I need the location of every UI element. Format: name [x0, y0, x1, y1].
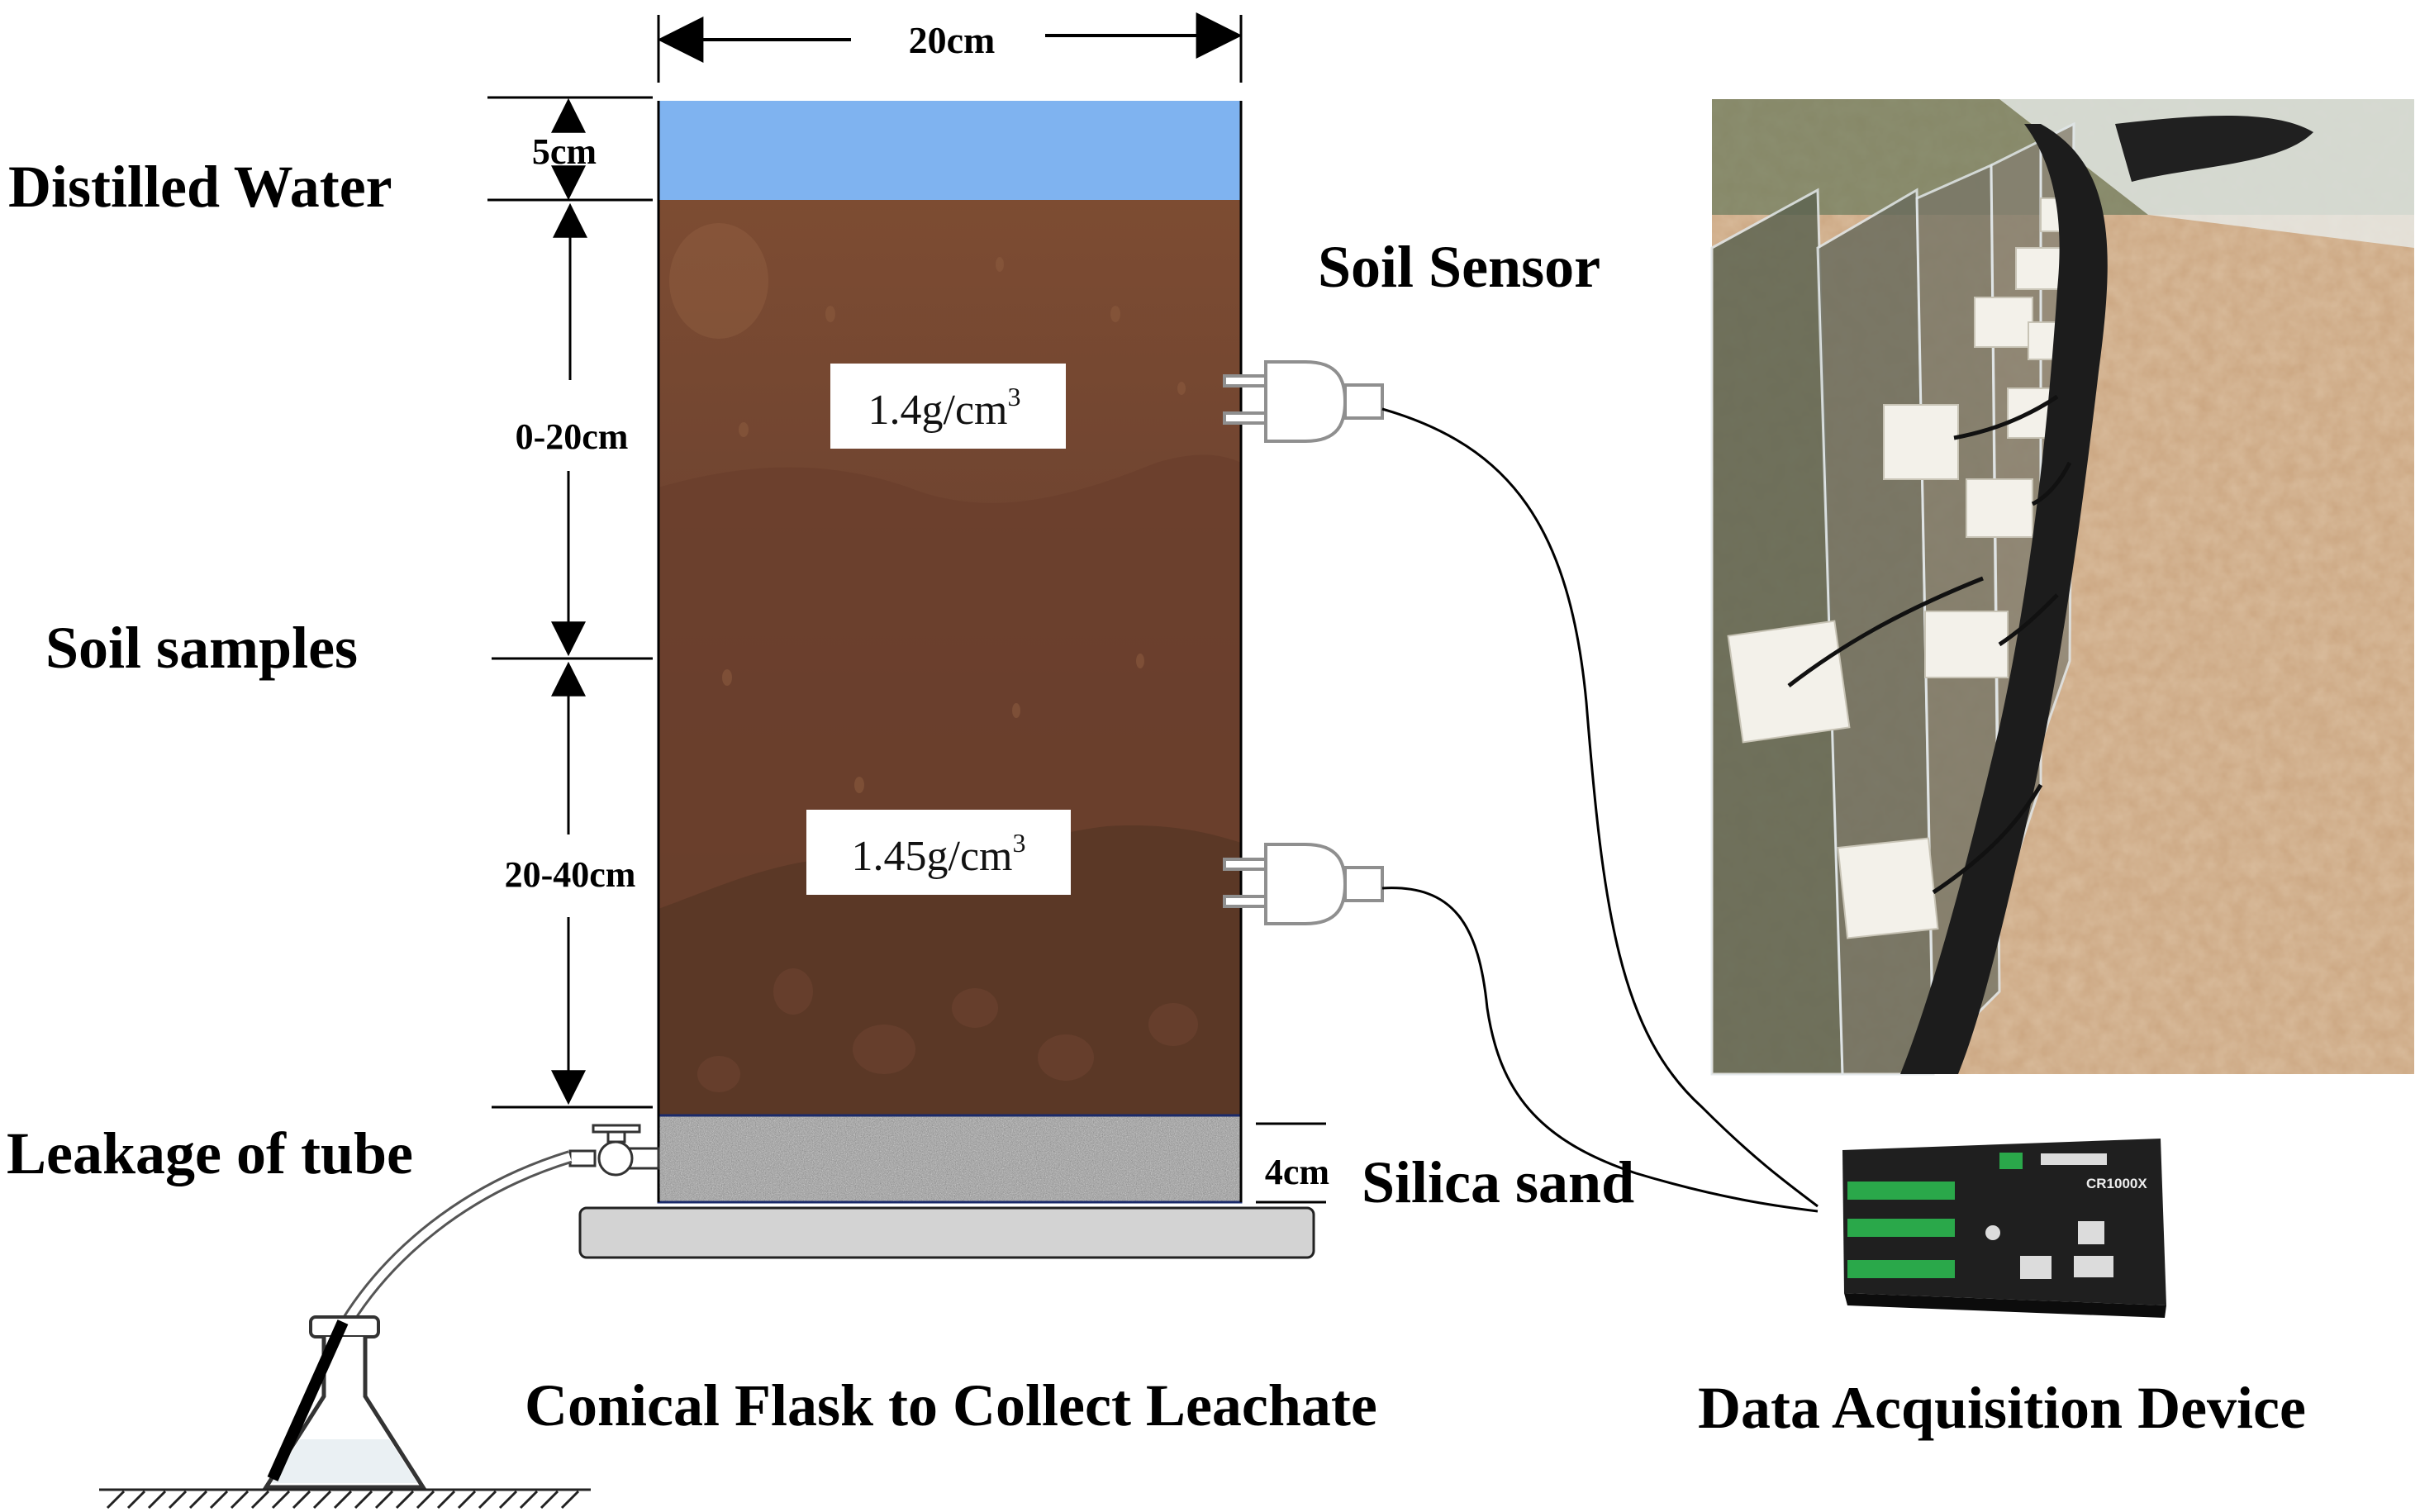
field-photo	[1710, 99, 2414, 1076]
depth-dimensions: 5cm 0-20cm 20-40cm	[487, 96, 653, 1109]
water-depth-label: 5cm	[532, 131, 597, 172]
distilled-water-label: Distilled Water	[8, 154, 392, 220]
soil-samples-label: Soil samples	[45, 615, 358, 681]
soil-stratum-lower	[658, 825, 1241, 1115]
width-label: 20cm	[909, 19, 996, 61]
upper-density-value: 1.4g/cm	[868, 387, 1008, 434]
ground-hatching	[99, 1488, 591, 1510]
data-logger-icon: CR1000X	[1842, 1139, 2166, 1318]
lower-layer-depth-label: 20-40cm	[505, 854, 636, 895]
sensor-cable-upper	[1381, 407, 1819, 1208]
data-logger-model: CR1000X	[2086, 1176, 2147, 1191]
conical-flask-icon	[262, 1315, 427, 1490]
silica-sand-label: Silica sand	[1362, 1149, 1634, 1215]
density-label-lower: 1.45g/cm3	[806, 810, 1071, 895]
lower-density-exponent: 3	[1012, 828, 1025, 858]
conical-flask-label: Conical Flask to Collect Leachate	[525, 1372, 1377, 1438]
svg-text:1.45g/cm3: 1.45g/cm3	[852, 828, 1026, 880]
upper-density-exponent: 3	[1007, 382, 1020, 411]
leakage-of-tube-label: Leakage of tube	[7, 1120, 413, 1186]
soil-sensor-label: Soil Sensor	[1318, 234, 1600, 300]
sand-depth-dimension: 4cm	[1256, 1122, 1329, 1204]
lower-density-value: 1.45g/cm	[852, 833, 1013, 880]
data-acquisition-device-label: Data Acquisition Device	[1698, 1375, 2306, 1441]
soil-pebbles	[669, 223, 1198, 1092]
soil-sensor-upper-icon	[1223, 360, 1384, 443]
outlet-valve-icon	[568, 1124, 660, 1177]
base-plate	[578, 1206, 1315, 1259]
width-dimension: 20cm	[657, 12, 1243, 83]
svg-text:1.4g/cm3: 1.4g/cm3	[868, 382, 1021, 434]
soil-column	[578, 101, 1315, 1259]
sensor-cable-lower	[1381, 887, 1819, 1213]
sand-depth-label: 4cm	[1265, 1152, 1329, 1192]
upper-layer-depth-label: 0-20cm	[516, 416, 629, 457]
density-label-upper: 1.4g/cm3	[830, 364, 1066, 449]
distilled-water-layer	[658, 101, 1241, 200]
soil-sensor-lower-icon	[1223, 843, 1384, 925]
